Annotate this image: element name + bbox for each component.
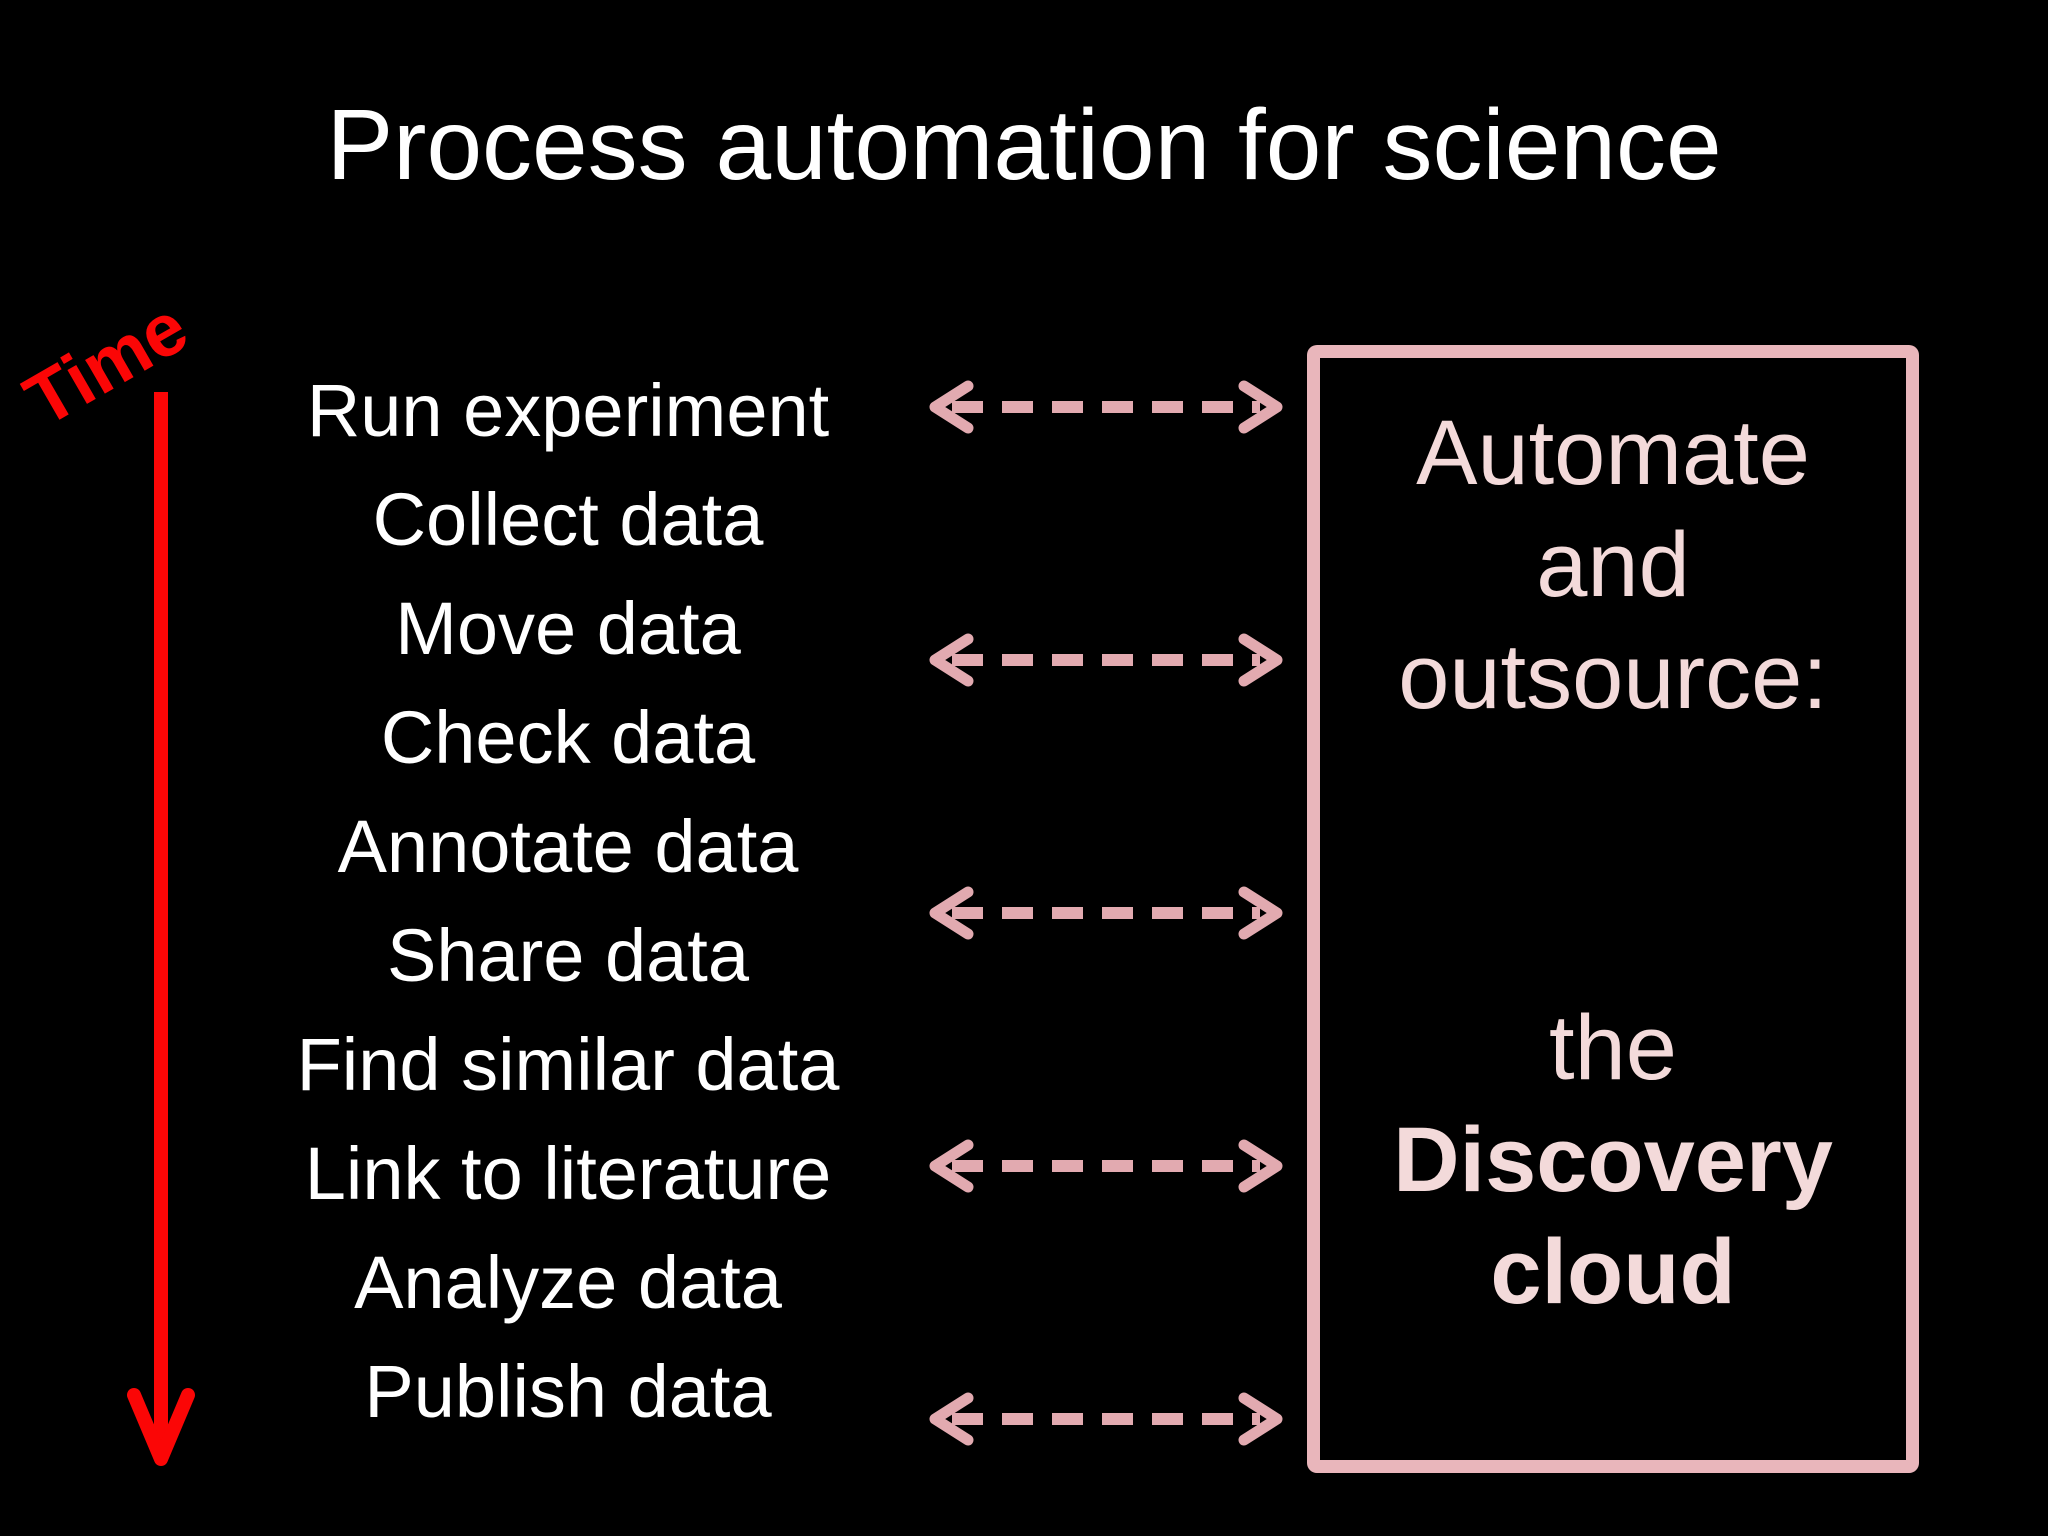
process-step: Annotate data (337, 805, 799, 888)
double-headed-arrow-icon (922, 630, 1290, 690)
process-step: Analyze data (354, 1241, 782, 1324)
slide-title: Process automation for science (326, 89, 1722, 201)
process-step: Share data (386, 914, 750, 997)
automate-outsource-text: Automate and outsource: (1320, 397, 1906, 733)
time-axis-arrow-icon (127, 392, 195, 1466)
double-headed-arrow-icon (922, 883, 1290, 943)
process-step: Link to literature (304, 1132, 832, 1215)
process-step: Find similar data (296, 1023, 840, 1106)
discovery-cloud-box: Automate and outsource: the Discovery cl… (1307, 345, 1919, 1473)
double-headed-arrow-icon (922, 1136, 1290, 1196)
process-step: Collect data (372, 478, 764, 561)
process-step: Check data (380, 696, 756, 779)
box-text-line: the (1549, 997, 1677, 1099)
box-text-line: cloud (1490, 1221, 1736, 1323)
process-step: Move data (395, 587, 741, 670)
process-step: Publish data (364, 1350, 772, 1433)
double-headed-arrow-icon (922, 1389, 1290, 1449)
box-text-line: Discovery (1393, 1109, 1833, 1211)
box-text-line: Automate (1416, 402, 1810, 504)
double-headed-arrow-icon (922, 377, 1290, 437)
process-step: Run experiment (306, 369, 830, 452)
discovery-cloud-text: the Discovery cloud (1320, 992, 1906, 1328)
box-text-line: and (1536, 514, 1690, 616)
box-text-line: outsource: (1398, 626, 1828, 728)
process-steps-list: Run experiment Collect data Move data Ch… (140, 356, 996, 1446)
